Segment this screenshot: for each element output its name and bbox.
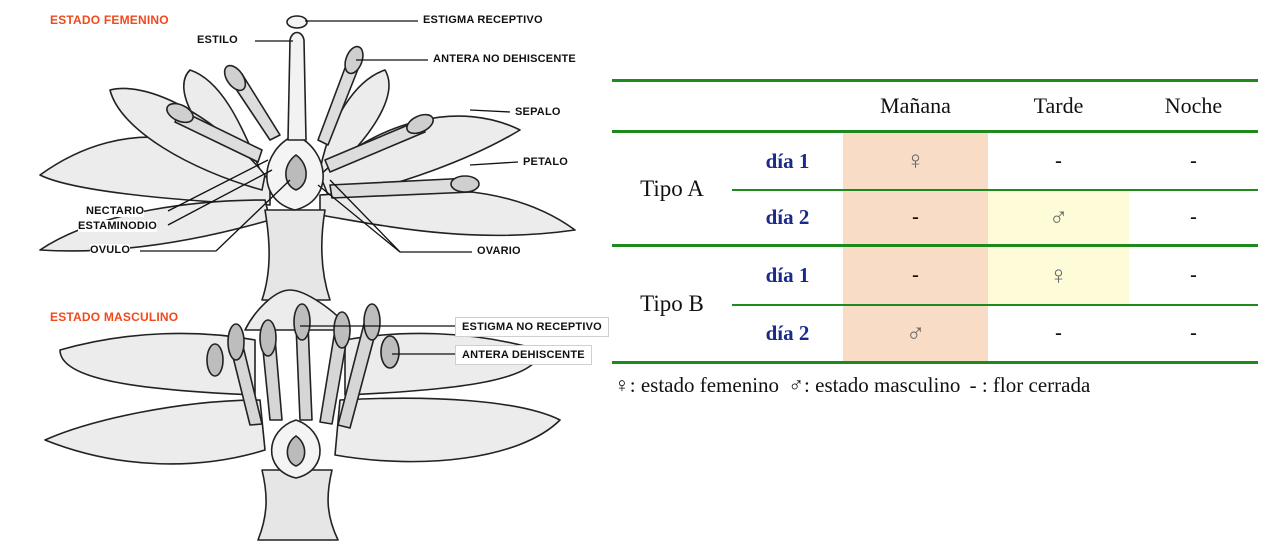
tipo-a-day-1-noche: - [1129,133,1258,189]
bottom-sepal-left [60,333,255,395]
bottom-anther-4 [364,304,380,340]
tipo-b-day-2-tarde: - [988,306,1129,361]
bottom-anther-6 [381,336,399,368]
tipo-b-day-2: día 2 [732,306,843,361]
type-b-label: Tipo B [612,247,732,361]
bottom-anther-7 [207,344,223,376]
tipo-b-day-1-tarde: ♀ [988,247,1129,304]
bottom-petal-left [45,400,265,464]
bottom-anther-1 [260,320,276,356]
label-antera-no-dehiscente: ANTERA NO DEHISCENTE [433,53,576,65]
header-tarde: Tarde [988,84,1129,128]
flower-state-table: Mañana Tarde Noche Tipo A Tipo B día 1 ♀… [612,78,1258,378]
label-estigma-no-receptivo: ESTIGMA NO RECEPTIVO [455,317,609,337]
label-sepalo: SEPALO [515,106,561,118]
top-anther-4 [451,176,479,192]
label-nectario: NECTARIO [86,205,144,217]
legend-closed: - : flor cerrada [970,373,1091,397]
tipo-a-day-1: día 1 [732,133,843,189]
tipo-a-day-2-manana: - [843,191,988,244]
label-ovulo: OVULO [90,244,130,256]
tipo-a-day-1-manana: ♀ [843,133,988,189]
label-antera-dehiscente: ANTERA DEHISCENTE [455,345,592,365]
flower-illustrations [0,0,600,542]
tipo-a-day-2-tarde: ♂ [988,191,1129,244]
leader-petalo [470,162,518,165]
label-estaminodio: ESTAMINODIO [78,220,157,232]
male-state-label: ESTADO MASCULINO [50,310,178,324]
bottom-anther-3 [334,312,350,348]
type-a-label: Tipo A [612,133,732,244]
top-style [288,33,306,141]
tipo-b-day-1: día 1 [732,247,843,304]
female-state-label: ESTADO FEMENINO [50,13,169,27]
header-manana: Mañana [843,84,988,128]
table-top-rule [612,79,1258,82]
tipo-a-day-2-noche: - [1129,191,1258,244]
label-estigma-receptivo: ESTIGMA RECEPTIVO [423,14,543,26]
label-ovario: OVARIO [477,245,521,257]
tipo-b-day-2-manana: ♂ [843,306,988,361]
bottom-stem [258,470,338,540]
flower-diagram-panel: ESTADO FEMENINO ESTIGMA RECEPTIVO ESTILO… [0,0,600,542]
legend-male: ♂: estado masculino [788,373,960,397]
table-legend: ♀: estado femenino ♂: estado masculino -… [614,373,1094,398]
schedule-table: Mañana Tarde Noche Tipo A Tipo B día 1 ♀… [612,78,1258,368]
tipo-b-day-2-noche: - [1129,306,1258,361]
tipo-a-day-1-tarde: - [988,133,1129,189]
top-stem [262,210,330,300]
label-petalo: PETALO [523,156,568,168]
legend-female: ♀: estado femenino [614,373,779,397]
tipo-a-day-2: día 2 [732,191,843,244]
table-bottom-rule [612,361,1258,364]
bottom-anther-5 [228,324,244,360]
top-stigma [287,16,307,28]
label-estilo: ESTILO [197,34,238,46]
bottom-petal-right [335,398,560,461]
bottom-anther-2 [294,304,310,340]
tipo-b-day-1-manana: - [843,247,988,304]
tipo-b-day-1-noche: - [1129,247,1258,304]
header-noche: Noche [1129,84,1258,128]
leader-sepalo [470,110,510,112]
